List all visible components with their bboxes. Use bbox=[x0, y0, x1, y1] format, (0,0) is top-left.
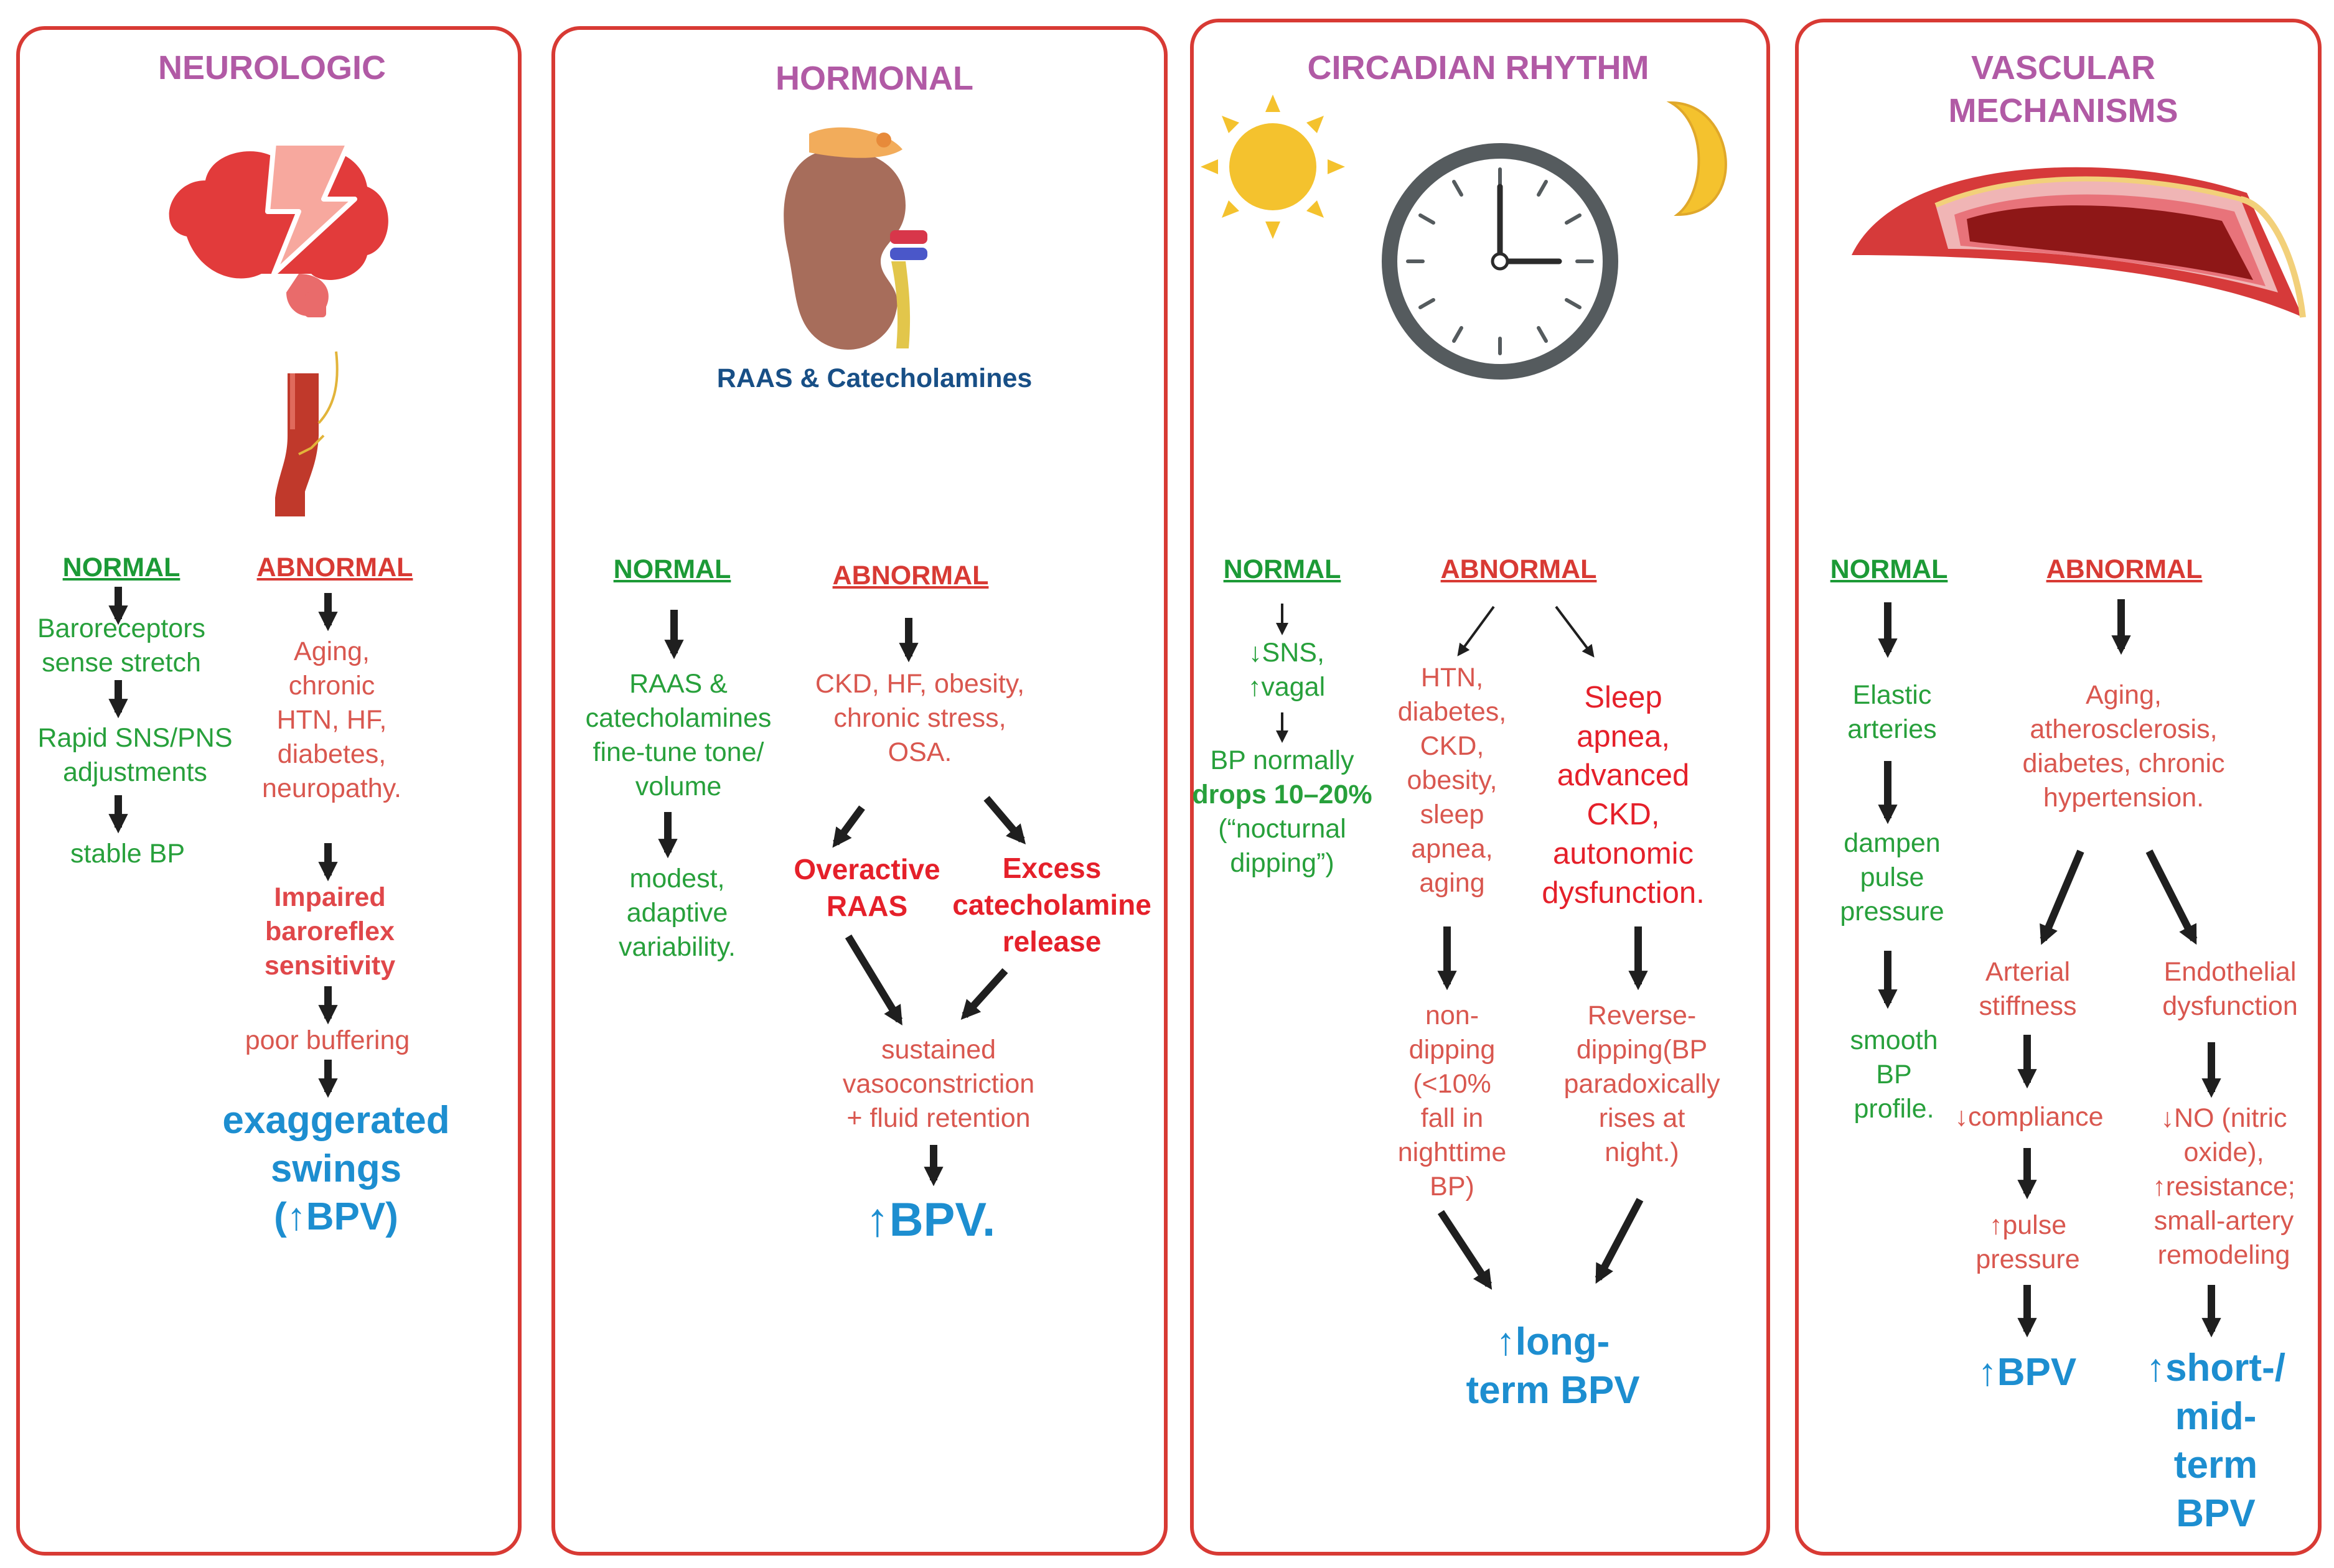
horm-excess-catecholamine: Excess catecholamine release bbox=[952, 852, 1151, 958]
arrow-horm-branch-left bbox=[832, 805, 865, 848]
neuro-impaired-baroreflex: Impaired baroreflex sensitivity bbox=[264, 882, 396, 981]
horm-normal-label: NORMAL bbox=[613, 554, 731, 584]
moon-icon bbox=[1666, 101, 1727, 217]
circ-abnormal-label: ABNORMAL bbox=[1440, 554, 1597, 584]
horm-abnormal-label: ABNORMAL bbox=[832, 561, 989, 590]
arrow-circ-right-outcome bbox=[1595, 1198, 1644, 1284]
neuro-poor-buffering: poor buffering bbox=[245, 1025, 410, 1055]
circ-normal-step-2: BP normally drops 10–20% (“nocturnal dippi… bbox=[1158, 744, 1407, 880]
circ-left-effect: non- dipping (<10% fall in nighttime BP) bbox=[1397, 1001, 1507, 1202]
neuro-normal-step-1: Baroreceptors sense stretch bbox=[37, 614, 206, 678]
vasc-endothelial-dysfunction: Endothelial dysfunction bbox=[2162, 957, 2298, 1022]
vasc-normal-step-2: dampen pulse pressure bbox=[1840, 828, 1944, 927]
circ-normal-step-2-lead: BP normally bbox=[1210, 745, 1354, 775]
arrow-vasc-branch-right bbox=[2145, 849, 2198, 945]
arrow-circ-left-outcome bbox=[1437, 1210, 1493, 1290]
arrow-vasc-branch-left bbox=[2040, 849, 2084, 945]
horm-outcome: ↑BPV. bbox=[865, 1193, 996, 1246]
circ-outcome: ↑long- term BPV bbox=[1466, 1320, 1640, 1412]
circ-normal-step-2-tail: (“nocturnal dipping”) bbox=[1218, 814, 1346, 879]
horm-normal-step-1: RAAS & catecholamines fine-tune tone/ vo… bbox=[585, 669, 772, 802]
kidney-adrenal-icon bbox=[784, 127, 927, 350]
neuro-normal-label: NORMAL bbox=[62, 553, 180, 582]
vasc-abnormal-causes: Aging, atherosclerosis, diabetes, chroni… bbox=[2022, 680, 2225, 813]
vasc-normal-step-1: Elastic arteries bbox=[1847, 680, 1937, 745]
circ-right-causes: Sleep apnea, advanced CKD, autonomic dys… bbox=[1542, 681, 1705, 910]
brain-lightning-icon bbox=[169, 141, 388, 317]
neuro-outcome: exaggerated swings (↑BPV) bbox=[222, 1099, 450, 1238]
neuro-normal-step-3: stable BP bbox=[70, 839, 185, 869]
vasc-no-resistance: ↓NO (nitric oxide), ↑resistance; small-a… bbox=[2152, 1103, 2295, 1271]
vasc-normal-label: NORMAL bbox=[1830, 554, 1948, 584]
arrow-horm-merge-right bbox=[960, 968, 1008, 1020]
vascular-title: VASCULAR MECHANISMS bbox=[1948, 49, 2178, 130]
vasc-left-outcome: ↑BPV bbox=[1977, 1351, 2077, 1394]
horm-overactive-raas: Overactive RAAS bbox=[794, 853, 940, 922]
horm-merge: sustained vasoconstriction + fluid reten… bbox=[842, 1035, 1035, 1134]
arrow-horm-merge-left bbox=[845, 934, 903, 1025]
arrow-circ-branch-right bbox=[1555, 605, 1595, 658]
circ-right-effect: Reverse- dipping(BP paradoxically rises … bbox=[1563, 1001, 1720, 1168]
neurologic-title: NEUROLOGIC bbox=[157, 49, 387, 86]
vasc-abnormal-label: ABNORMAL bbox=[2046, 554, 2203, 584]
neuro-normal-step-2: Rapid SNS/PNS adjustments bbox=[37, 723, 233, 788]
hormonal-title: HORMONAL bbox=[776, 60, 973, 97]
clock-icon bbox=[1382, 143, 1618, 380]
vasc-right-outcome: ↑short-/ mid- term BPV bbox=[2146, 1346, 2285, 1536]
panel-neurologic bbox=[16, 26, 522, 1556]
carotid-artery-icon bbox=[275, 351, 339, 516]
vasc-compliance: ↓compliance bbox=[1954, 1102, 2104, 1132]
circadian-title: CIRCADIAN RHYTHM bbox=[1307, 49, 1649, 86]
circ-left-causes: HTN, diabetes, CKD, obesity, sleep apnea… bbox=[1397, 663, 1507, 898]
neuro-abnormal-causes: Aging, chronic HTN, HF, diabetes, neurop… bbox=[262, 637, 401, 804]
vasc-arterial-stiffness: Arterial stiffness bbox=[1979, 957, 2077, 1022]
circ-normal-step-1: ↓SNS, ↑vagal bbox=[1247, 638, 1326, 702]
circ-normal-label: NORMAL bbox=[1223, 554, 1341, 584]
neuro-abnormal-label: ABNORMAL bbox=[256, 553, 413, 582]
arrow-circ-branch-left bbox=[1457, 605, 1495, 656]
sun-icon bbox=[1201, 95, 1345, 239]
vasc-pulse-pressure: ↑pulse pressure bbox=[1975, 1210, 2080, 1275]
horm-abnormal-causes: CKD, HF, obesity, chronic stress, OSA. bbox=[815, 669, 1025, 768]
arrow-horm-branch-right bbox=[983, 796, 1026, 845]
artery-cross-section-icon bbox=[1852, 167, 2306, 318]
vasc-normal-step-3: smooth BP profile. bbox=[1850, 1025, 1938, 1124]
hormonal-subtitle: RAAS & Catecholamines bbox=[716, 363, 1033, 393]
circ-normal-step-2-bold: drops 10–20% bbox=[1192, 780, 1372, 810]
horm-normal-step-2: modest, adaptive variability. bbox=[619, 864, 736, 963]
